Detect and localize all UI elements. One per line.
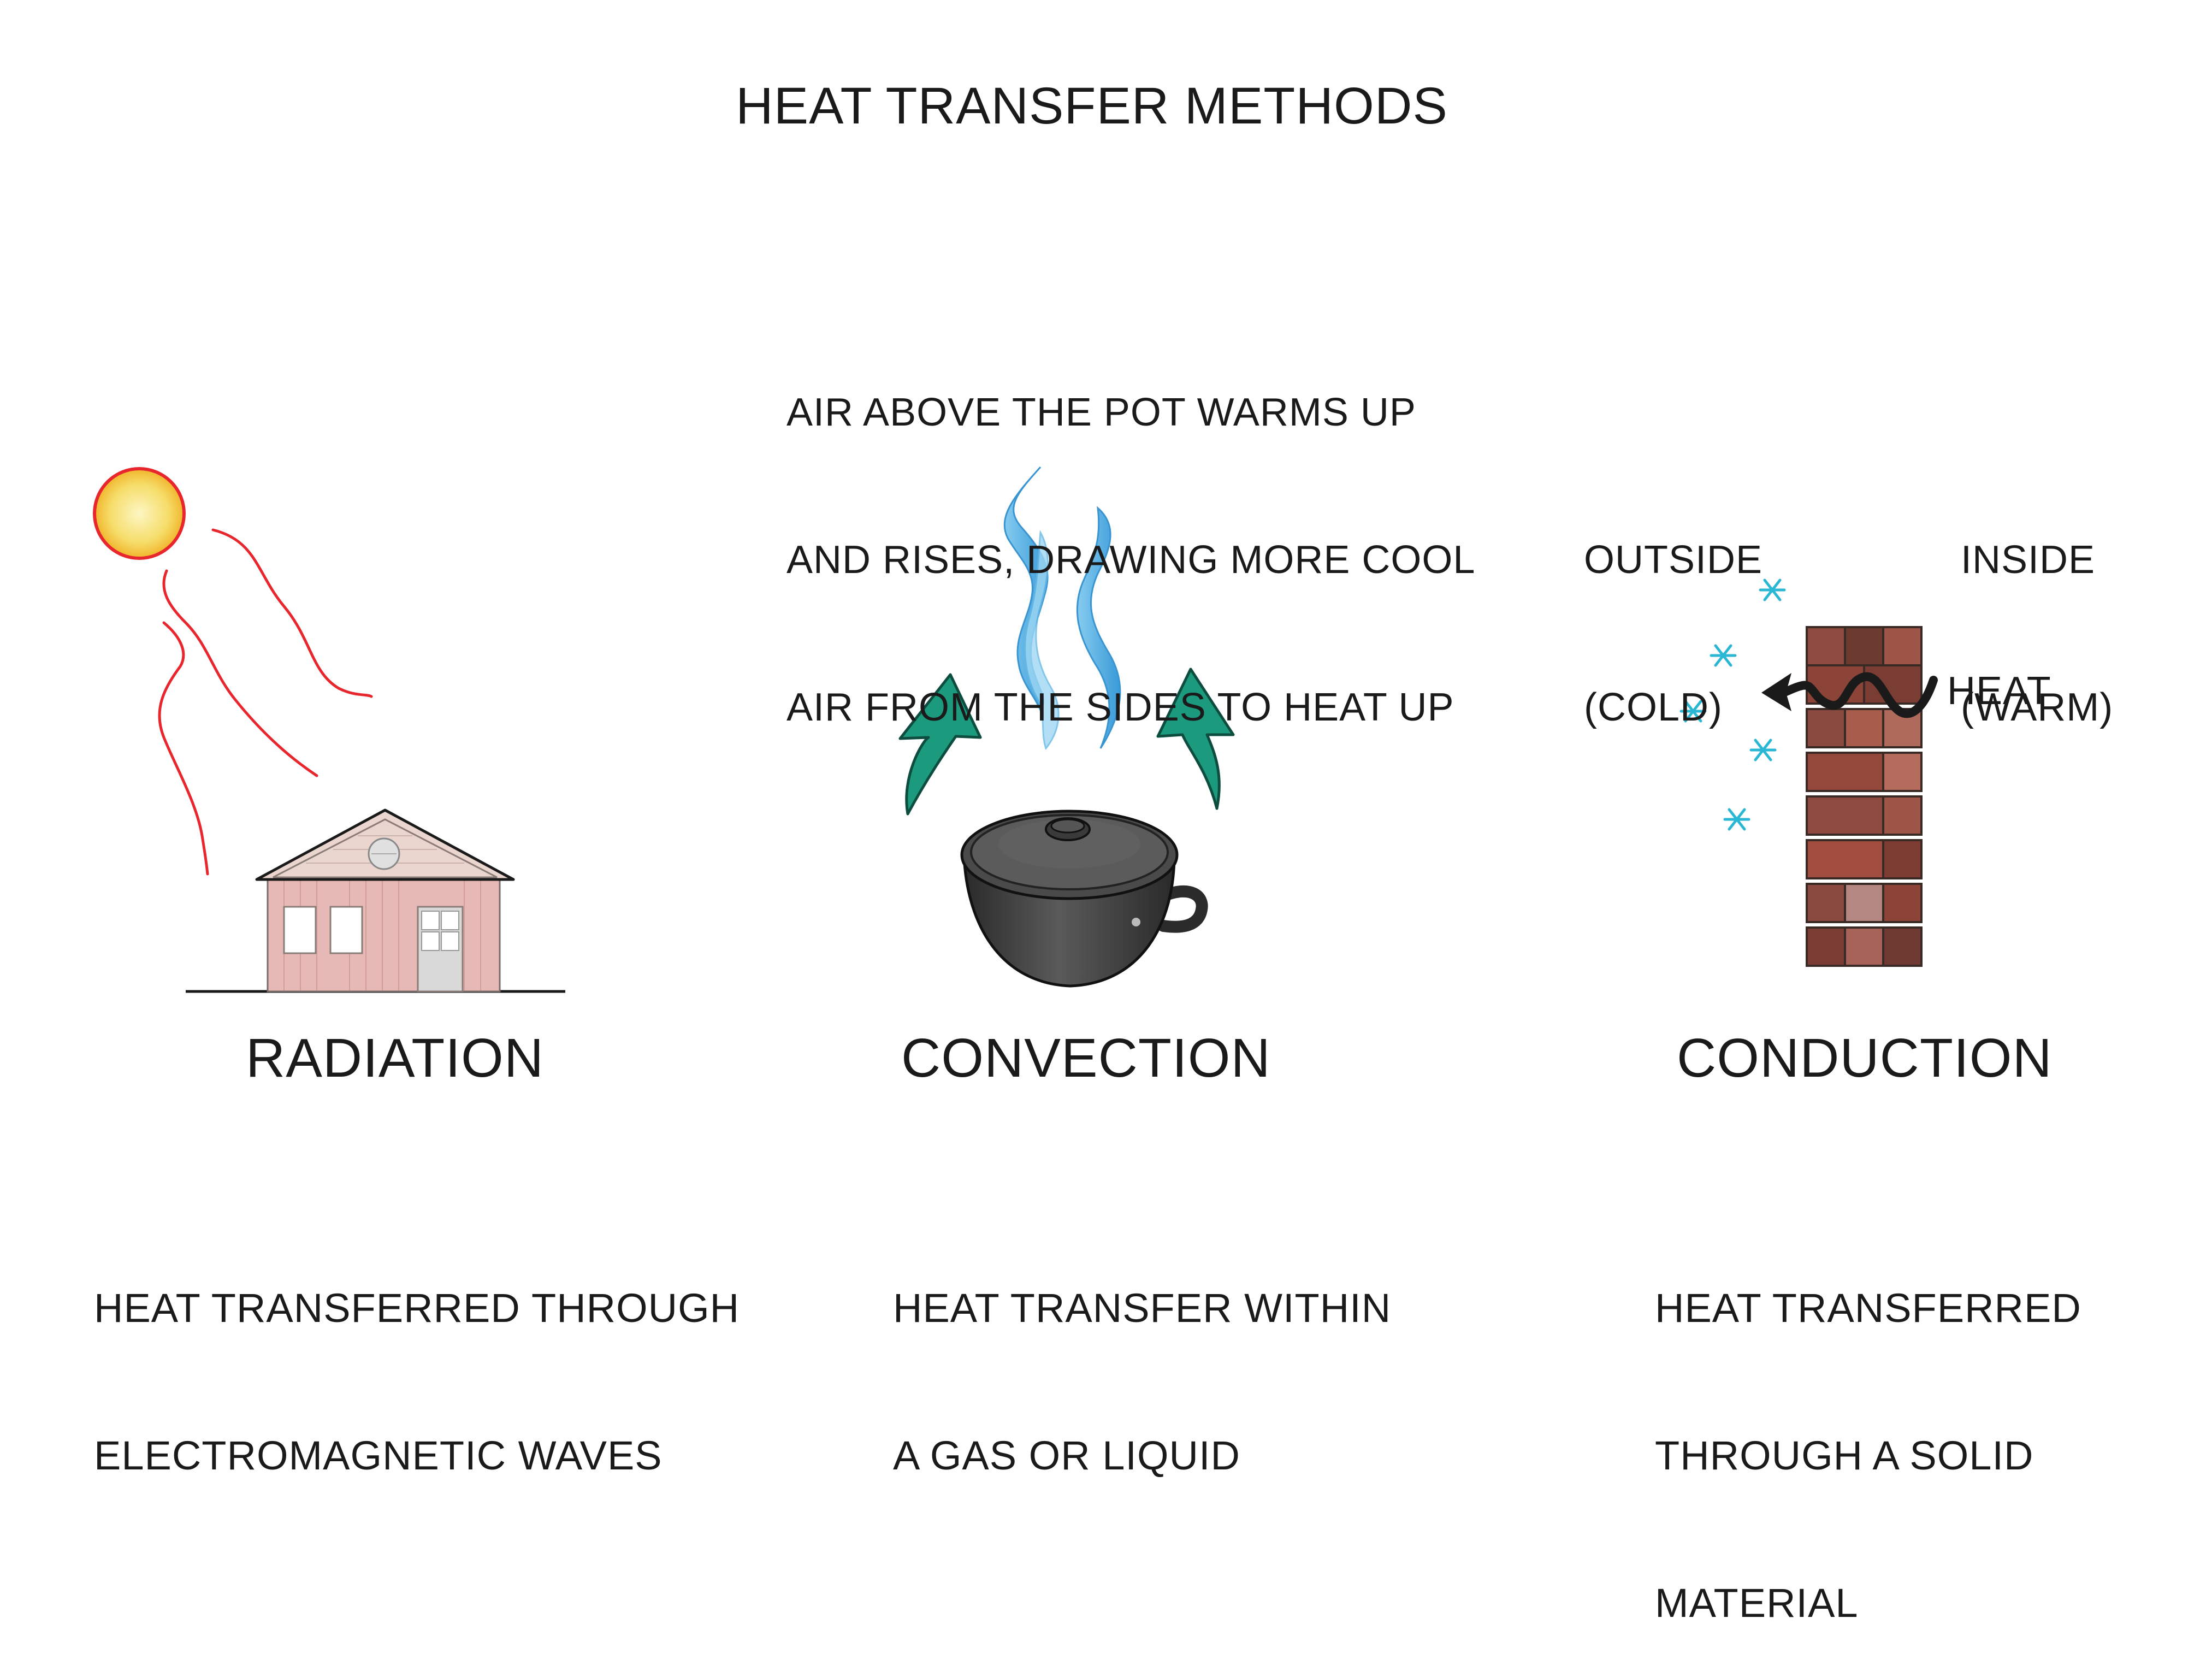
convection-illustration <box>898 466 1235 988</box>
description-line: HEAT TRANSFER WITHIN <box>893 1285 1392 1331</box>
house-icon <box>186 808 565 993</box>
inside-label: INSIDE (WARM) <box>1961 437 2113 781</box>
outside-label: OUTSIDE (COLD) <box>1584 437 1762 781</box>
method-title-radiation: RADIATION <box>246 1028 545 1089</box>
description-line: A GAS OR LIQUID <box>893 1433 1240 1478</box>
convection-annotation: AIR ABOVE THE POT WARMS UP AND RISES, DR… <box>786 290 1475 781</box>
illustration-canvas <box>93 466 1938 993</box>
snowflake-icon <box>1679 578 1786 831</box>
inside-label-line: INSIDE <box>1961 538 2096 582</box>
outside-label-line: (COLD) <box>1584 686 1723 729</box>
description-line: ELECTROMAGNETIC WAVES <box>94 1433 663 1478</box>
conduction-illustration <box>1679 578 1938 967</box>
sun-icon <box>93 467 186 560</box>
heat-label: HEAT <box>1947 669 2051 713</box>
cooking-pot-icon <box>960 810 1208 988</box>
brick-wall-icon <box>1806 626 1923 967</box>
steam-icon <box>1003 466 1121 751</box>
radiation-illustration <box>93 467 565 993</box>
inside-label-line: (WARM) <box>1961 686 2114 729</box>
diagram-title: HEAT TRANSFER METHODS <box>736 77 1448 135</box>
annotation-line: AND RISES, DRAWING MORE COOL <box>786 538 1476 582</box>
heat-arrow-icon <box>1761 672 1938 718</box>
description-line: THROUGH A SOLID <box>1655 1433 2034 1478</box>
radiation-wave-icon <box>158 528 373 876</box>
annotation-line: AIR ABOVE THE POT WARMS UP <box>786 391 1416 434</box>
description-line: MATERIAL <box>1655 1580 1859 1626</box>
description-line: HEAT TRANSFERRED THROUGH <box>94 1285 740 1331</box>
method-title-convection: CONVECTION <box>901 1028 1271 1089</box>
conduction-description: HEAT TRANSFERRED THROUGH A SOLID MATERIA… <box>1655 1185 2081 1677</box>
up-arrow-icon <box>898 668 1235 816</box>
method-title-conduction: CONDUCTION <box>1677 1028 2053 1089</box>
outside-label-line: OUTSIDE <box>1584 538 1763 582</box>
radiation-description: HEAT TRANSFERRED THROUGH ELECTROMAGNETIC… <box>94 1185 740 1530</box>
description-line: HEAT TRANSFERRED <box>1655 1285 2081 1331</box>
convection-description: HEAT TRANSFER WITHIN A GAS OR LIQUID <box>893 1185 1391 1530</box>
annotation-line: AIR FROM THE SIDES TO HEAT UP <box>786 686 1454 729</box>
